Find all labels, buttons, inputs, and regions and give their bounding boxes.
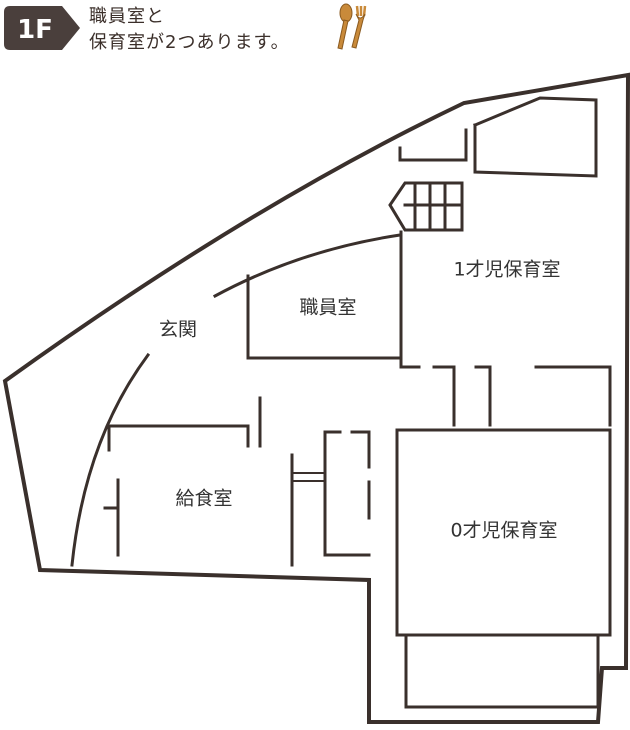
floor-badge-text: 1F xyxy=(17,15,53,45)
spoon-fork-icon xyxy=(337,3,367,50)
room-label-staff: 職員室 xyxy=(299,296,357,319)
heading-line-2: 保育室が2つあります。 xyxy=(89,32,290,53)
storage-wall xyxy=(398,128,468,162)
heading: 職員室と 保育室が2つあります。 xyxy=(89,4,290,56)
floor-badge: 1F xyxy=(4,6,80,50)
staff-room-wall xyxy=(246,274,403,360)
room-1yr-wall xyxy=(399,230,421,369)
room-label-kitchen: 給食室 xyxy=(175,487,233,510)
stair xyxy=(388,181,464,232)
room-label-0yr: 0才児保育室 xyxy=(450,519,558,542)
room-0yr-wall xyxy=(395,428,612,637)
corridor-arc xyxy=(212,233,402,299)
kitchen-wall xyxy=(107,424,250,448)
room-label-entrance: 玄関 xyxy=(158,318,198,341)
storage-room xyxy=(473,96,598,178)
entrance-arc xyxy=(70,352,151,567)
outer-wall xyxy=(2,72,630,724)
room-label-1yr: 1才児保育室 xyxy=(453,258,561,281)
heading-line-1: 職員室と xyxy=(89,6,165,27)
